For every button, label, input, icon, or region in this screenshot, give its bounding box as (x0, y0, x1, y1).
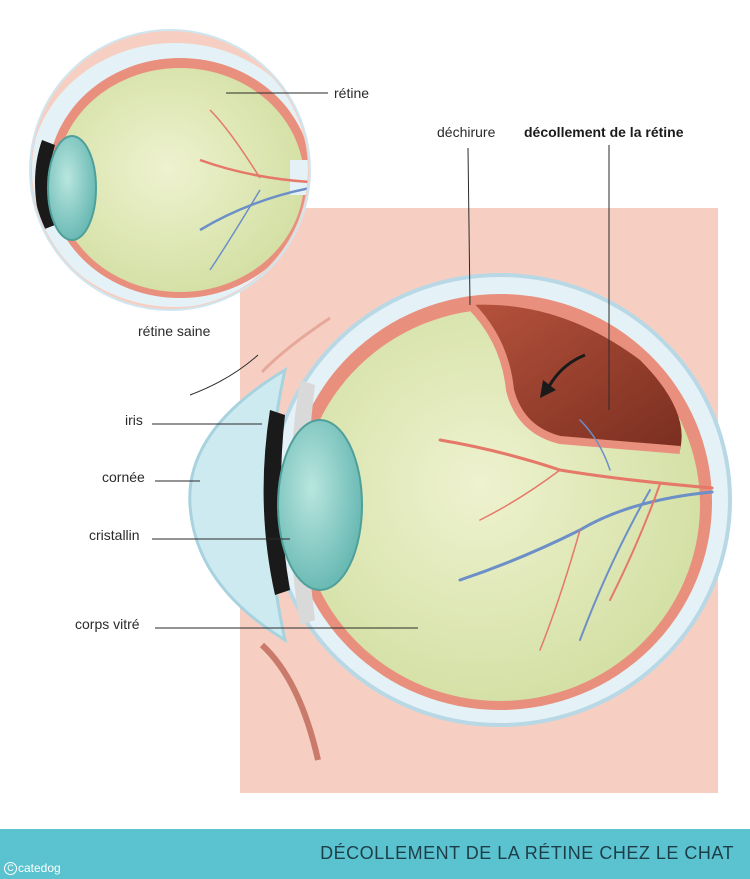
lower-eyelid (240, 635, 322, 793)
label-iris: iris (125, 412, 143, 428)
lens (277, 419, 363, 591)
copyright-icon: C (4, 862, 17, 876)
label-retine: rétine (334, 85, 370, 101)
eye-illustration (29, 29, 732, 793)
label-retine-saine: rétine saine (138, 323, 211, 339)
label-cristallin: cristallin (89, 527, 140, 543)
detachment-arrow-head (540, 380, 556, 398)
label-decollement: décollement de la rétine (524, 124, 684, 140)
lower-eyelid-fold (259, 642, 321, 761)
label-dechirure: déchirure (437, 124, 496, 140)
label-corps-vitre: corps vitré (75, 616, 140, 632)
upper-eyelid-edge (260, 316, 331, 374)
label-cornee: cornée (102, 469, 145, 485)
detached-retina-edge (467, 302, 681, 454)
blood-vessels (438, 419, 714, 651)
footer-title: DÉCOLLEMENT DE LA RÉTINE CHEZ LE CHAT (320, 843, 734, 863)
leader-lines (152, 92, 610, 629)
inset-healthy-eye (29, 29, 311, 311)
credit-text: catedog (18, 861, 61, 875)
